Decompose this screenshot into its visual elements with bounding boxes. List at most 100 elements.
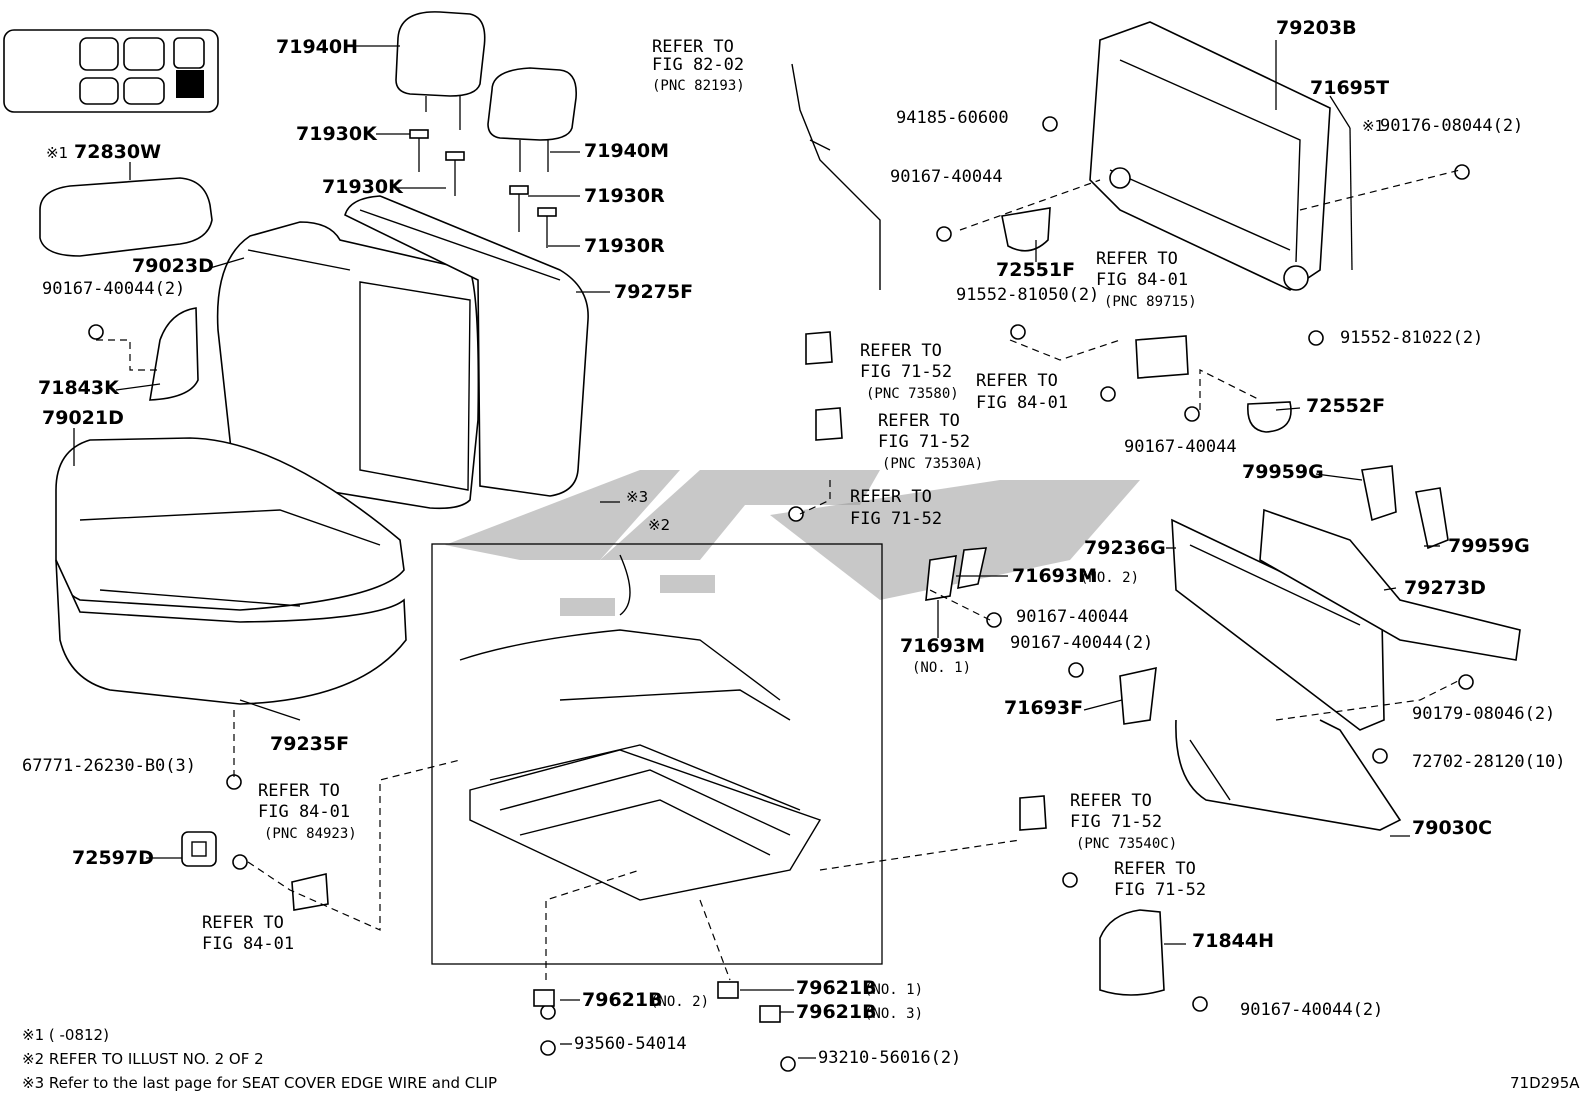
reference-labels: REFER TO FIG 82-02 (PNC 82193) REFER TO … — [202, 37, 1206, 954]
seatbelt-buckles — [805, 331, 1047, 831]
label-79273D: 79273D — [1404, 577, 1486, 599]
label-90167-40044-b: 90167-40044 — [1124, 437, 1237, 457]
ref1-line3: (PNC 82193) — [652, 78, 745, 94]
label-72702: 72702-28120(10) — [1412, 752, 1566, 772]
side-cover-71843K — [149, 307, 199, 401]
label-67771: 67771-26230-B0(3) — [22, 756, 196, 776]
part-number-labels: 71940H 71930K 71930K ※1 72830W 79023D 90… — [22, 17, 1566, 1068]
label-90167-40044-a: 90167-40044 — [890, 167, 1003, 187]
ref1-line2: FIG 82-02 — [652, 55, 744, 75]
leader-lines — [73, 40, 1440, 1059]
ref1-line1: REFER TO — [652, 37, 734, 57]
headrest-71940M — [487, 67, 577, 172]
ref6-line2: FIG 84-01 — [976, 393, 1068, 413]
label-79275F: 79275F — [614, 281, 693, 303]
mark-1-90176: ※1 — [1362, 117, 1384, 135]
label-79621B-2-no: (NO. 2) — [650, 994, 709, 1010]
ref4-line1: REFER TO — [850, 487, 932, 507]
seat-layout-legend-icon — [3, 29, 219, 113]
label-79621B-1-no: (NO. 1) — [864, 982, 923, 998]
label-79235F: 79235F — [270, 733, 349, 755]
label-71693M-1-no: (NO. 1) — [912, 660, 971, 676]
label-90167-40044-c: 90167-40044 — [1016, 607, 1129, 627]
bracket-72551F — [1001, 207, 1051, 252]
ref2-line3: (PNC 73580) — [866, 386, 959, 402]
ref3-line3: (PNC 73530A) — [882, 456, 983, 472]
mark-2-label: ※2 — [648, 516, 670, 534]
label-71930K-b: 71930K — [322, 176, 404, 198]
ref10-line2: FIG 71-52 — [1114, 880, 1206, 900]
label-71930K-a: 71930K — [296, 123, 378, 145]
seat-frame-box — [431, 543, 883, 965]
label-71844H: 71844H — [1192, 930, 1274, 952]
label-72551F: 72551F — [996, 259, 1075, 281]
brackets-71693 — [925, 547, 1157, 725]
ref9-line2: FIG 71-52 — [1070, 812, 1162, 832]
ref9-line1: REFER TO — [1070, 791, 1152, 811]
seatback-79275F — [344, 195, 589, 497]
ref2-line2: FIG 71-52 — [860, 362, 952, 382]
ref7-line2: FIG 84-01 — [258, 802, 350, 822]
label-90167-40044-2-c: 90167-40044(2) — [1240, 1000, 1383, 1020]
label-79621B-2: 79621B — [582, 989, 663, 1011]
label-79959G-b: 79959G — [1448, 535, 1530, 557]
ref7-line3: (PNC 84923) — [264, 826, 357, 842]
label-91552-81022: 91552-81022(2) — [1340, 328, 1483, 348]
label-90167-40044-2-a: 90167-40044(2) — [42, 279, 185, 299]
footnotes: ※1 ( -0812) ※2 REFER TO ILLUST NO. 2 OF … — [22, 1026, 1580, 1092]
label-90167-40044-2-b: 90167-40044(2) — [1010, 633, 1153, 653]
ref2-line1: REFER TO — [860, 341, 942, 361]
footnote-1: ※1 ( -0812) — [22, 1026, 109, 1044]
footnote-3: ※3 Refer to the last page for SEAT COVER… — [22, 1074, 497, 1092]
label-79959G-a: 79959G — [1242, 461, 1324, 483]
frame-79030C — [1175, 719, 1402, 831]
switch-84923 — [291, 873, 329, 911]
label-72830W: 72830W — [74, 141, 161, 163]
label-71940H: 71940H — [276, 36, 358, 58]
label-94185: 94185-60600 — [896, 108, 1009, 128]
ref5-line3: (PNC 89715) — [1104, 294, 1197, 310]
frame-79273D — [1259, 508, 1521, 661]
ref3-line1: REFER TO — [878, 411, 960, 431]
label-79203B: 79203B — [1276, 17, 1357, 39]
figure-code: 71D295A — [1510, 1074, 1580, 1092]
seatback-frame-79203B — [1089, 21, 1353, 291]
ref6-line1: REFER TO — [976, 371, 1058, 391]
ref7-line1: REFER TO — [258, 781, 340, 801]
label-71693F: 71693F — [1004, 697, 1083, 719]
label-79021D: 79021D — [42, 407, 124, 429]
label-71843K: 71843K — [38, 377, 120, 399]
pads-79959G — [1361, 465, 1449, 550]
ref10-line1: REFER TO — [1114, 859, 1196, 879]
label-72597D: 72597D — [72, 847, 154, 869]
cover-71844H — [1099, 909, 1165, 996]
cover-72552F — [1247, 401, 1292, 433]
ref8-line2: FIG 84-01 — [202, 934, 294, 954]
mark-3-label: ※3 — [626, 488, 648, 506]
label-79236G: 79236G — [1084, 537, 1166, 559]
label-93560: 93560-54014 — [574, 1034, 687, 1054]
label-71940M: 71940M — [584, 140, 669, 162]
label-93210: 93210-56016(2) — [818, 1048, 961, 1068]
wire-harness-82193 — [791, 63, 881, 290]
label-79023D: 79023D — [132, 255, 214, 277]
ref4-line2: FIG 71-52 — [850, 509, 942, 529]
ref9-line3: (PNC 73540C) — [1076, 836, 1177, 852]
ref5-line2: FIG 84-01 — [1096, 270, 1188, 290]
assembly-dashed-lines — [96, 169, 1461, 981]
label-91552-81050: 91552-81050(2) — [956, 285, 1099, 305]
label-71695T: 71695T — [1310, 77, 1389, 99]
switch-72597D — [181, 831, 217, 867]
module-box — [1135, 335, 1189, 379]
label-71693M-2-no: (NO. 2) — [1080, 570, 1139, 586]
seat-cushion-79235F — [55, 559, 407, 705]
label-79030C: 79030C — [1412, 817, 1492, 839]
label-90176: 90176-08044(2) — [1380, 116, 1523, 136]
ref8-line1: REFER TO — [202, 913, 284, 933]
label-72552F: 72552F — [1306, 395, 1385, 417]
ref3-line2: FIG 71-52 — [878, 432, 970, 452]
label-71930R-a: 71930R — [584, 185, 665, 207]
label-71930R-b: 71930R — [584, 235, 665, 257]
